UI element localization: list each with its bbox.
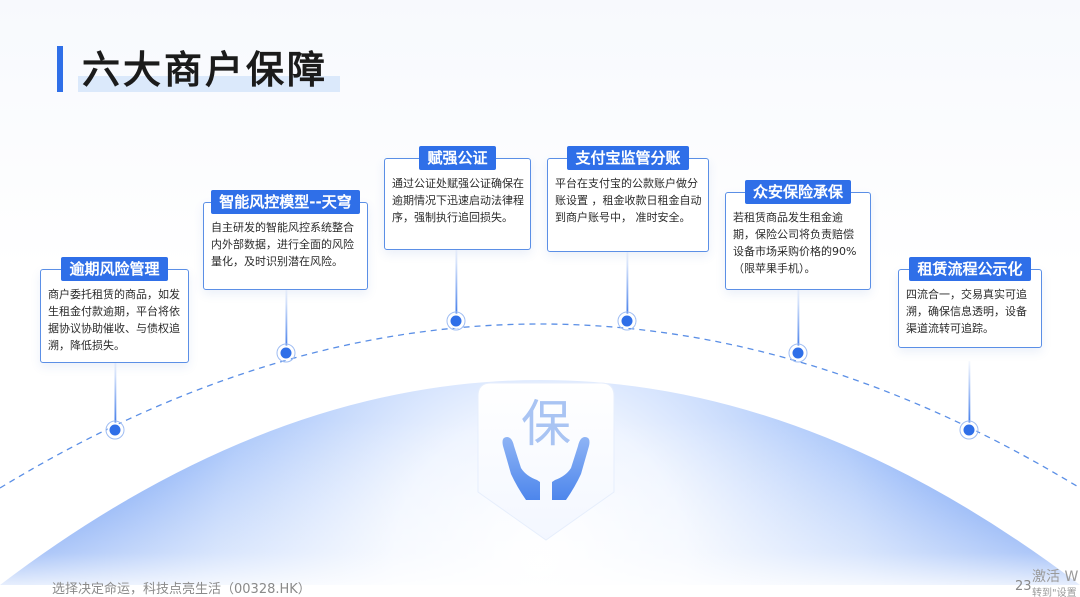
- hands-icon: [502, 437, 590, 500]
- activation-watermark: 激活 W: [1032, 569, 1079, 585]
- card-body: 四流合一，交易真实可追溯，确保信息透明，设备渠道流转可追踪。: [906, 288, 1027, 335]
- title-highlight: [78, 76, 340, 92]
- footer-slogan: 选择决定命运，科技点亮生活（00328.HK）: [52, 582, 311, 597]
- dashed-arc: [0, 323, 1080, 489]
- card-body: 若租赁商品发生租金逾期，保险公司将负责赔偿设备市场采购价格的90%（限苹果手机）…: [733, 211, 857, 275]
- card-title: 智能风控模型--天穹: [211, 190, 360, 214]
- shield-character: 保: [521, 395, 571, 453]
- card-title: 租赁流程公示化: [909, 257, 1031, 281]
- card-body: 自主研发的智能风控系统整合内外部数据，进行全面的风险量化，及时识别潜在风险。: [211, 221, 354, 268]
- connector-line-1: [114, 361, 117, 429]
- card-overdue-risk: 逾期风险管理 商户委托租赁的商品，如发生租金付款逾期，平台将依据协议协助催收、与…: [40, 257, 189, 363]
- card-title: 众安保险承保: [744, 180, 851, 204]
- page-title: 六大商户保障: [82, 48, 329, 92]
- card-body: 商户委托租赁的商品，如发生租金付款逾期，平台将依据协议协助催收、与债权追溯，降低…: [48, 288, 180, 352]
- card-risk-model: 智能风控模型--天穹 自主研发的智能风控系统整合内外部数据，进行全面的风险量化，…: [203, 190, 368, 290]
- page-number: 23: [1015, 579, 1032, 594]
- connector-line-3: [455, 249, 458, 320]
- card-title: 赋强公证: [419, 146, 496, 170]
- card-body: 平台在支付宝的公款账户做分账设置 ，租金收款日租金自动到商户账号中， 准时安全。: [555, 177, 702, 224]
- timeline-dots: [107, 313, 977, 438]
- card-title: 逾期风险管理: [61, 257, 168, 281]
- card-notarization: 赋强公证 通过公证处赋强公证确保在逾期情况下迅速启动法律程序，强制执行追回损失。: [384, 146, 531, 250]
- card-insurance: 众安保险承保 若租赁商品发生租金逾期，保险公司将负责赔偿设备市场采购价格的90%…: [725, 180, 871, 290]
- title-accent-bar: [57, 46, 63, 92]
- activation-watermark-sub: 转到"设置: [1032, 588, 1077, 597]
- card-body: 通过公证处赋强公证确保在逾期情况下迅速启动法律程序，强制执行追回损失。: [392, 177, 524, 224]
- connector-line-2: [285, 289, 288, 353]
- connector-line-5: [797, 289, 800, 353]
- connector-line-6: [968, 361, 971, 429]
- connector-line-4: [626, 251, 629, 321]
- card-process-disclosure: 租赁流程公示化 四流合一，交易真实可追溯，确保信息透明，设备渠道流转可追踪。: [898, 257, 1042, 348]
- card-title: 支付宝监管分账: [567, 146, 689, 170]
- card-alipay-split: 支付宝监管分账 平台在支付宝的公款账户做分账设置 ，租金收款日租金自动到商户账号…: [547, 146, 709, 252]
- shield-icon: [477, 382, 615, 541]
